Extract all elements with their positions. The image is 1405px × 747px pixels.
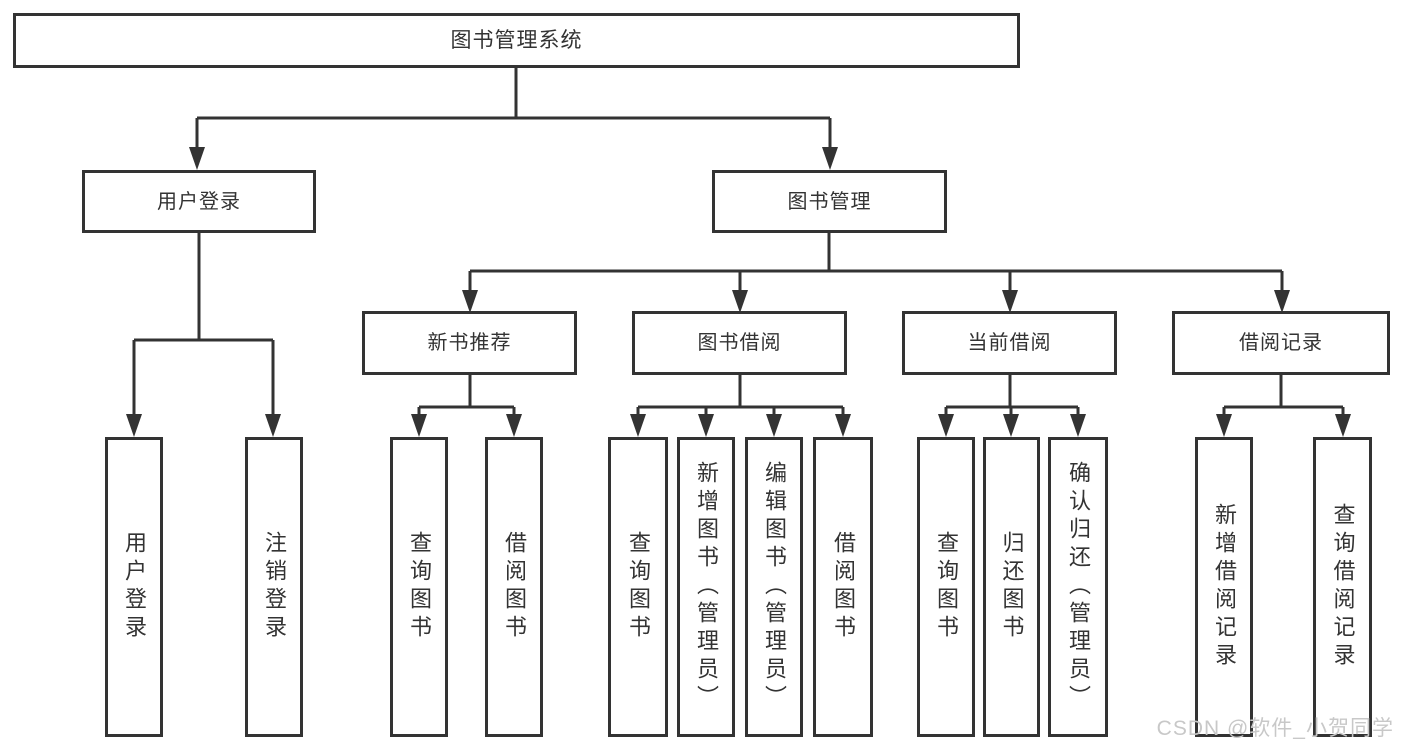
arrow-down-icon [1070, 414, 1086, 437]
node-leaf-add-borrow-record: 新增借阅记录 [1195, 437, 1253, 737]
arrow-down-icon [822, 147, 838, 170]
node-book-management: 图书管理 [712, 170, 947, 233]
node-new-book-recommend: 新书推荐 [362, 311, 577, 375]
arrow-down-icon [698, 414, 714, 437]
node-label: 归还图书 [999, 531, 1025, 643]
node-label: 图书管理 [787, 190, 872, 213]
node-library-system: 图书管理系统 [13, 13, 1020, 68]
node-leaf-query-borrow-record: 查询借阅记录 [1313, 437, 1372, 737]
node-leaf-user-login: 用户登录 [105, 437, 163, 737]
node-leaf-logout: 注销登录 [245, 437, 303, 737]
arrow-down-icon [766, 414, 782, 437]
arrow-down-icon [1216, 414, 1232, 437]
connector-current-subtree [944, 375, 1080, 420]
node-label: 注销登录 [262, 531, 287, 643]
arrow-down-icon [630, 414, 646, 437]
node-label: 查询图书 [934, 531, 959, 643]
node-label: 当前借阅 [967, 332, 1052, 354]
node-leaf-borrow-books-borrowing: 借阅图书 [813, 437, 873, 737]
arrow-down-icon [938, 414, 954, 437]
node-leaf-return-books: 归还图书 [983, 437, 1040, 737]
node-user-login: 用户登录 [82, 170, 316, 233]
node-label: 图书管理系统 [450, 29, 583, 52]
node-label: 用户登录 [157, 190, 241, 213]
node-borrowing-records: 借阅记录 [1172, 311, 1390, 375]
node-current-borrowing: 当前借阅 [902, 311, 1117, 375]
node-leaf-query-books-borrowing: 查询图书 [608, 437, 668, 737]
node-leaf-query-books-current: 查询图书 [917, 437, 975, 737]
arrow-down-icon [189, 147, 205, 170]
node-leaf-edit-book-admin: 编辑图书（管理员） [745, 437, 803, 737]
node-label: 借阅图书 [831, 531, 856, 643]
connector-borrowing-subtree [636, 375, 845, 420]
node-label: 新书推荐 [427, 332, 512, 354]
csdn-watermark: CSDN @软件_小贺同学 [1156, 717, 1394, 740]
node-label: 编辑图书（管理员） [762, 461, 787, 713]
node-leaf-borrow-books-recommend: 借阅图书 [485, 437, 543, 737]
node-book-borrowing: 图书借阅 [632, 311, 847, 375]
node-leaf-query-books-recommend: 查询图书 [390, 437, 448, 737]
arrow-down-icon [265, 414, 281, 437]
node-label: 借阅记录 [1239, 332, 1323, 354]
arrow-down-icon [126, 414, 142, 437]
arrow-down-icon [732, 290, 748, 313]
node-label: 查询图书 [407, 531, 432, 643]
arrow-down-icon [506, 414, 522, 437]
connector-root-to-level2 [195, 68, 832, 152]
node-label: 借阅图书 [502, 531, 527, 643]
connector-recommend-subtree [417, 375, 516, 420]
node-label: 新增图书（管理员） [694, 461, 719, 713]
node-label: 新增借阅记录 [1212, 503, 1237, 671]
arrow-down-icon [835, 414, 851, 437]
node-label: 查询借阅记录 [1330, 503, 1356, 671]
connector-user-login-subtree [132, 233, 275, 419]
node-leaf-confirm-return-admin: 确认归还（管理员） [1048, 437, 1108, 737]
arrow-down-icon [1335, 414, 1351, 437]
node-label: 图书借阅 [697, 332, 782, 354]
node-label: 确认归还（管理员） [1066, 461, 1091, 713]
arrow-down-icon [1002, 290, 1018, 313]
connector-book-mgmt-to-level3 [468, 233, 1284, 296]
node-leaf-add-book-admin: 新增图书（管理员） [677, 437, 735, 737]
node-label: 查询图书 [626, 531, 651, 643]
arrow-down-icon [1003, 414, 1019, 437]
connector-records-subtree [1222, 375, 1345, 420]
arrow-down-icon [1274, 290, 1290, 313]
arrow-down-icon [411, 414, 427, 437]
arrow-down-icon [462, 290, 478, 313]
node-label: 用户登录 [122, 531, 147, 643]
